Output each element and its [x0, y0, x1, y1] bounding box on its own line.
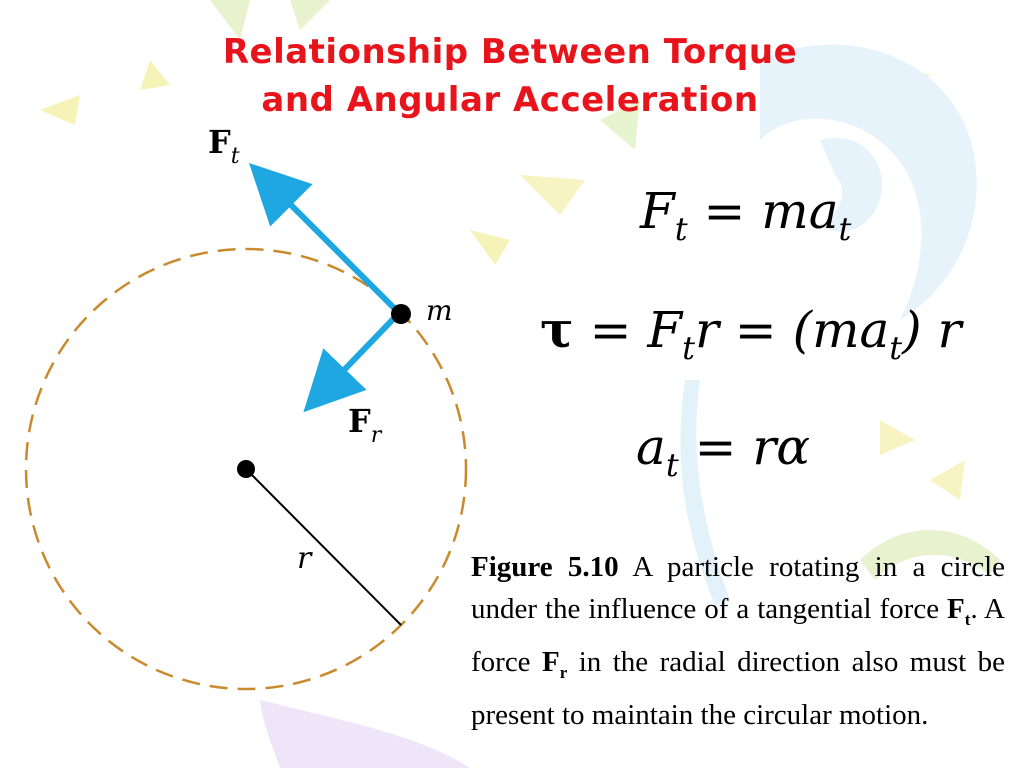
mass-label: m [426, 294, 453, 327]
eq2-force: F [647, 301, 683, 359]
caption-text-2: . A force [471, 593, 1005, 678]
equation-tangential-force: Ft = mat [640, 182, 851, 248]
title-line-1: Relationship Between Torque [222, 32, 798, 72]
fr-vector-subscript: r [371, 423, 383, 448]
eq2-equals-2: = [734, 301, 777, 359]
equation-tangential-acceleration: at = rα [636, 418, 810, 484]
eq1-lhs-sub: t [674, 210, 688, 248]
radius-line [245, 468, 402, 626]
eq3-rhs: rα [752, 418, 811, 476]
caption-fr-symbol: Fr [542, 645, 568, 682]
ft-vector-subscript: t [231, 144, 240, 169]
eq1-lhs: F [640, 182, 675, 240]
title-line-2: and Angular Acceleration [261, 80, 759, 120]
equation-torque: τ = Ftr = (mat) r [540, 300, 961, 367]
circular-path [24, 247, 468, 691]
caption-figure-label: Figure 5.10 [471, 551, 619, 583]
tangential-force-arrow [249, 163, 402, 316]
eq2-equals-1: = [589, 301, 632, 359]
figure-caption: Figure 5.10 A particle rotating in a cir… [471, 546, 1005, 736]
eq2-rhs-open: (ma [792, 301, 890, 359]
eq2-rhs-close: ) r [902, 301, 962, 359]
radius-label: r [297, 541, 313, 576]
caption-text-1: A particle rotating in a circle under th… [471, 551, 1006, 625]
radial-force-arrow [303, 310, 402, 413]
eq2-radius: r [694, 301, 719, 359]
ft-vector-label: Ft [208, 123, 240, 169]
slide-title: Relationship Between Torque and Angular … [130, 28, 890, 124]
eq2-rhs-sub: t [889, 329, 903, 367]
center-point [237, 460, 255, 478]
eq1-equals: = [703, 182, 746, 240]
eq2-force-sub: t [682, 329, 695, 367]
caption-text-3: in the radial direction also must be pre… [471, 645, 1005, 731]
eq3-lhs-sub: t [665, 446, 679, 484]
particle [391, 304, 411, 324]
fr-vector-label: Fr [348, 402, 383, 448]
eq1-rhs-sub: t [838, 210, 852, 248]
eq3-lhs: a [636, 418, 666, 476]
eq2-tau: τ [540, 300, 574, 359]
eq1-rhs: ma [761, 182, 839, 240]
eq3-equals: = [694, 418, 737, 476]
caption-ft-symbol: Ft [947, 593, 971, 629]
